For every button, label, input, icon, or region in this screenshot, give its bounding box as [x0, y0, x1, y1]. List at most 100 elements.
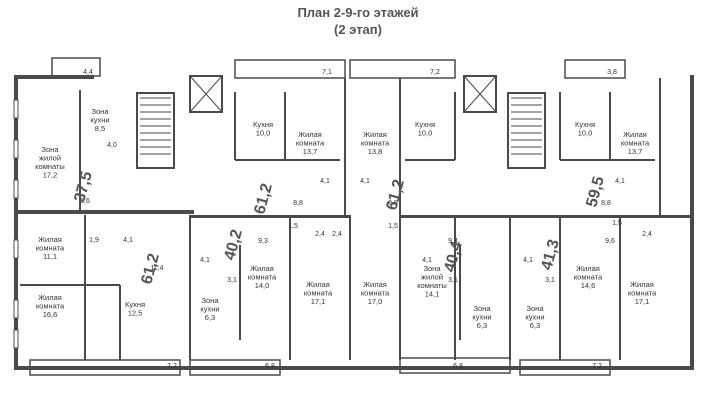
area-value: 3,1	[545, 277, 555, 284]
area-value: 6,8	[453, 363, 463, 370]
plan-title: План 2-9-го этажей	[297, 5, 419, 20]
area-value: 8,8	[388, 200, 398, 207]
outer-wall-top	[14, 75, 94, 79]
room-area: 14,6	[581, 281, 596, 290]
apartment-area: 40,2	[221, 227, 246, 262]
room-area: 10,0	[578, 129, 593, 138]
elevator-left	[189, 75, 223, 113]
window	[13, 299, 19, 319]
outer-wall-bottom	[14, 366, 690, 370]
balcony-bottom	[29, 359, 181, 376]
area-value: 1,5	[612, 220, 622, 227]
room-area: 6,3	[477, 321, 487, 330]
window	[13, 99, 19, 119]
room-area: 17,0	[368, 297, 383, 306]
room-area: 6,3	[530, 321, 540, 330]
room-label: Кухня	[125, 300, 145, 309]
area-value: 2,4	[332, 231, 342, 238]
area-value: 4,1	[422, 257, 432, 264]
central-wall-mid	[190, 215, 350, 218]
area-value: 1,5	[388, 223, 398, 230]
area-value: 1,5	[288, 223, 298, 230]
area-value: 7,2	[430, 69, 440, 76]
apartment-area: 61,2	[251, 181, 276, 216]
plan-subtitle: (2 этап)	[334, 22, 382, 37]
area-value: 7,2	[592, 363, 602, 370]
window	[13, 139, 19, 159]
area-value: 2,4	[642, 231, 652, 238]
window	[13, 179, 19, 199]
area-value: 1,9	[89, 237, 99, 244]
room-label: Кухня	[575, 120, 595, 129]
room-area: 14,1	[425, 290, 440, 299]
area-value: 4,1	[615, 178, 625, 185]
room-area: 17,1	[311, 297, 326, 306]
outer-wall-left	[14, 75, 18, 370]
elevator-cross	[463, 75, 497, 113]
apartment-area: 61,2	[383, 177, 408, 212]
area-value: 4,1	[360, 178, 370, 185]
room-area: 17,2	[43, 171, 58, 180]
room-area: 8,5	[95, 124, 105, 133]
room-area: 17,1	[635, 297, 650, 306]
area-value: 8,8	[293, 200, 303, 207]
balcony-top	[51, 57, 101, 77]
room-label: Кухня	[415, 120, 435, 129]
outer-wall-right	[690, 75, 694, 370]
apartment-area: 37,5	[71, 169, 96, 204]
room-area: 13,8	[368, 147, 383, 156]
walls	[13, 57, 694, 376]
room-area: 14,0	[255, 281, 270, 290]
area-value: 9,3	[258, 238, 268, 245]
stairwell-left	[136, 92, 175, 169]
area-value: 3,8	[607, 69, 617, 76]
room-area: 16,6	[43, 310, 58, 319]
apartment-area: 40,4	[441, 239, 466, 274]
area-value: 4,1	[200, 257, 210, 264]
central-wall-left	[14, 210, 194, 214]
area-value: 9,4	[448, 238, 458, 245]
elevator-right	[463, 75, 497, 113]
area-value: 4,0	[107, 142, 117, 149]
stairwell-right	[507, 92, 546, 169]
area-value: 7,1	[322, 69, 332, 76]
area-value: 8,8	[601, 200, 611, 207]
area-value: 4,1	[123, 237, 133, 244]
area-value: 4,1	[320, 178, 330, 185]
area-value: 7,2	[167, 363, 177, 370]
room-area: 13,7	[628, 147, 643, 156]
room-area: 10,0	[418, 129, 433, 138]
room-label: Кухня	[253, 120, 273, 129]
area-value: 4,4	[83, 69, 93, 76]
room-area: 11,1	[43, 252, 57, 261]
room-area: 13,7	[303, 147, 318, 156]
window	[13, 239, 19, 259]
central-wall-right	[400, 215, 690, 218]
room-area: 12,5	[128, 309, 143, 318]
area-value: 11,4	[150, 265, 163, 272]
balcony-top	[349, 59, 456, 79]
area-value: 4,1	[523, 257, 533, 264]
area-value: 3,1	[448, 277, 458, 284]
elevator-cross	[189, 75, 223, 113]
balcony-top	[564, 59, 626, 79]
area-value: 6,8	[265, 363, 275, 370]
window	[13, 329, 19, 349]
room-area: 6,3	[205, 313, 215, 322]
apartment-area: 61,2	[138, 251, 163, 286]
